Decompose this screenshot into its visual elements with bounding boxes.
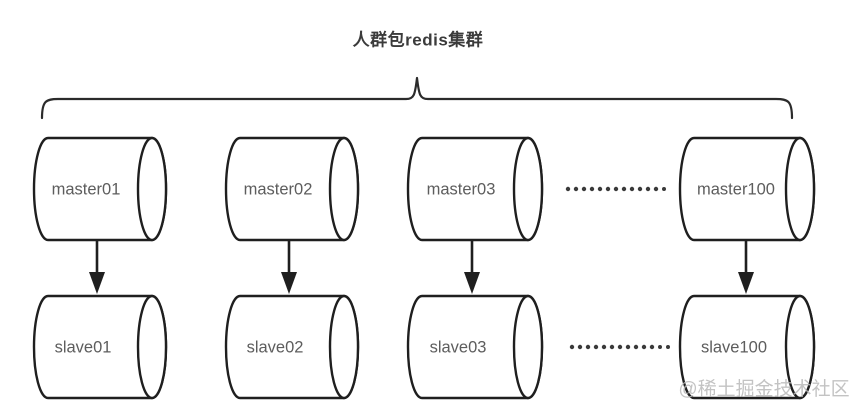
node-slave100[interactable]: slave100 <box>678 294 816 400</box>
node-master01[interactable]: master01 <box>32 136 168 242</box>
slave-node-group: slave01 slave02 slave03 <box>32 294 816 400</box>
cluster-brace <box>40 76 794 120</box>
watermark: @稀土掘金技术社区 <box>678 378 849 400</box>
edge-master03-slave03 <box>464 241 480 294</box>
node-slave02[interactable]: slave02 <box>224 294 360 400</box>
node-label-slave01: slave01 <box>55 338 112 356</box>
master-row-ellipsis <box>565 186 666 192</box>
replication-edge-group <box>89 241 754 294</box>
slave-row-ellipsis <box>569 344 670 350</box>
node-master100[interactable]: master100 <box>678 136 816 242</box>
node-label-slave03: slave03 <box>430 338 487 356</box>
node-label-slave02: slave02 <box>247 338 304 356</box>
edge-master100-slave100 <box>738 241 754 294</box>
master-node-group: master01 master02 master03 <box>32 136 816 242</box>
node-label-master03: master03 <box>427 180 496 198</box>
node-label-master100: master100 <box>697 180 775 198</box>
node-slave01[interactable]: slave01 <box>32 294 168 400</box>
node-label-master01: master01 <box>52 180 121 198</box>
edge-master01-slave01 <box>89 241 105 294</box>
node-master03[interactable]: master03 <box>406 136 544 242</box>
node-slave03[interactable]: slave03 <box>406 294 544 400</box>
node-label-slave100: slave100 <box>701 338 767 356</box>
node-master02[interactable]: master02 <box>224 136 360 242</box>
diagram-title: 人群包redis集群 <box>353 29 484 49</box>
edge-master02-slave02 <box>281 241 297 294</box>
node-label-master02: master02 <box>244 180 313 198</box>
